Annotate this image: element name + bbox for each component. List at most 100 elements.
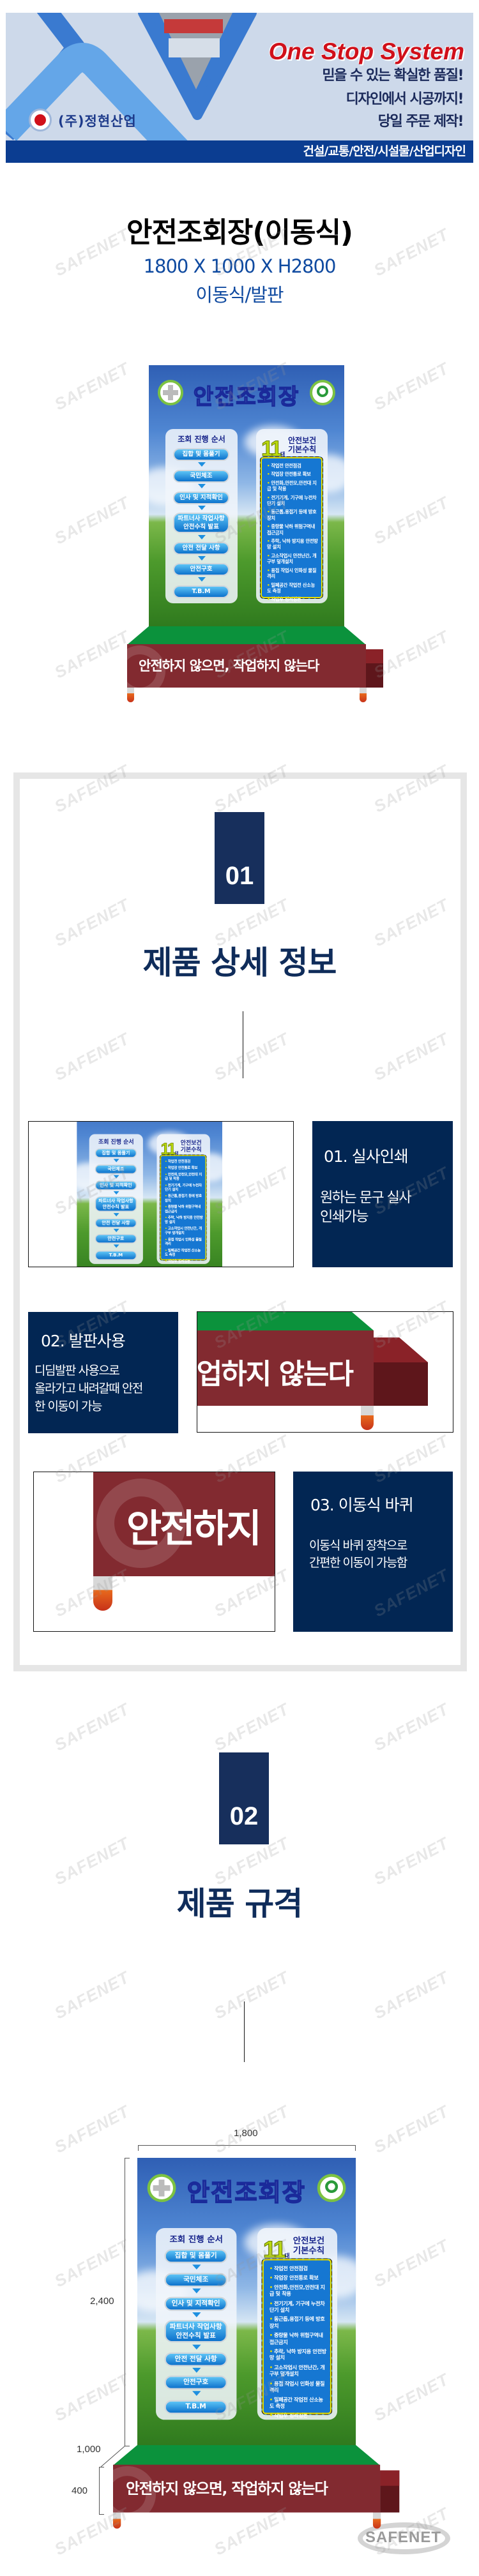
- base-slogan: 안전하지 않으면, 작업하지 않는다: [139, 658, 319, 674]
- feature-desc-line: 이동식 바퀴 장착으로: [309, 1539, 407, 1553]
- rules-unit: 대: [284, 2252, 290, 2259]
- rule-item: 고소작업시 안전난간, 개구부 덮개설치: [270, 2364, 328, 2377]
- product-title: 안전조회장(이동식): [126, 216, 353, 249]
- feature-desc-line: 디딤발판 사용으로: [34, 1364, 120, 1378]
- caster-wheel-icon: [360, 688, 367, 702]
- banner-decoration: [6, 13, 257, 163]
- watermark: SAFENET: [370, 1967, 452, 2023]
- watermark: SAFENET: [51, 492, 133, 548]
- section-title: 제품 규격: [176, 1885, 303, 1922]
- base-front: 안전하지 않으면, 작업하지 않는다: [113, 2464, 381, 2513]
- caster-wheel-icon: [93, 1576, 112, 1611]
- product-dimensions: 1800 X 1000 X H2800: [143, 255, 337, 277]
- rule-item: 작업장 안전통로 확보: [267, 471, 319, 477]
- safety-board: 안전조회장 조회 진행 순서 집합 및 몸풀기 국민체조 인사 및 지적확인 파…: [137, 2158, 356, 2446]
- rule-item: 안전화,안전모,안전대 지급 및 착용: [267, 480, 319, 492]
- procedure-panel: 조회 진행 순서 집합 및 몸풀기 국민체조 인사 및 지적확인 파트너사 작업…: [89, 1134, 143, 1264]
- watermark: SAFENET: [370, 1699, 452, 1755]
- section-title: 제품 상세 정보: [142, 944, 337, 981]
- arrow-down-icon: [113, 1228, 119, 1232]
- arrow-down-icon: [198, 484, 206, 488]
- arrow-down-icon: [198, 556, 206, 561]
- safenet-logo-text: SAFENET: [365, 2529, 442, 2546]
- arrow-down-icon: [192, 2344, 201, 2350]
- step-platform-top: [113, 2444, 381, 2466]
- caster-wheel-icon: [372, 2512, 381, 2529]
- rule-item: 밀폐공간 작업전 산소농도 측정: [165, 1248, 203, 1257]
- rule-item: 안전화,안전모,안전대 지급 및 착용: [165, 1172, 203, 1181]
- procedure-panel: 조회 진행 순서 집합 및 몸풀기 국민체조 인사 및 지적확인 파트너사 작업…: [156, 2228, 237, 2420]
- zero-accident-logo-icon: [310, 380, 335, 405]
- rules-panel: 11 대 안전보건 기본수칙 작업전 안전점검 작업장 안전통로 확보 안전화,…: [156, 1134, 210, 1264]
- feature-title: 01. 실사인쇄: [324, 1147, 409, 1166]
- arrow-down-icon: [192, 2288, 201, 2294]
- caster-wheel-icon: [127, 688, 134, 702]
- rule-item: 작업후 정리정돈: [270, 2413, 328, 2419]
- closeup-slogan: 안전하지: [126, 1507, 262, 1551]
- feature-card-step: 02. 발판사용 디딤발판 사용으로 올라가고 내려갈때 안전 한 이동이 가능: [28, 1312, 178, 1433]
- feature-desc-line: 원하는 문구 실사: [320, 1190, 412, 1206]
- banner-line: 당일 주문 제작!: [377, 114, 464, 130]
- rule-item: 중량물 낙하 위험구역내 접근금지: [270, 2332, 328, 2346]
- arrow-down-icon: [198, 462, 206, 467]
- rule-item: 추락, 낙하 방지용 안전방망 설치: [270, 2348, 328, 2361]
- rule-item: 중량물 낙하 위험구역내 접근금지: [267, 523, 319, 536]
- arrow-down-icon: [113, 1175, 119, 1179]
- feature-desc: 원하는 문구 실사 인쇄가능: [320, 1189, 412, 1227]
- product-image: 안전조회장 조회 진행 순서 집합 및 몸풀기 국민체조 인사 및 지적확인 파…: [127, 365, 383, 704]
- width-dimension-label: 1,800: [234, 2128, 258, 2139]
- feature-desc: 이동식 바퀴 장착으로 간편한 이동이 가능함: [309, 1537, 407, 1572]
- step-item: 국민체조: [164, 2273, 227, 2287]
- banner-category-strip: 건설/교통/안전/시설물/산업디자인: [6, 140, 473, 163]
- product-type: 이동식/발판: [195, 284, 284, 306]
- watermark: SAFENET: [211, 1967, 293, 2023]
- divider-line: [244, 2001, 245, 2062]
- step-item: 파트너사 작업사항 안전수칙 발표: [173, 513, 229, 533]
- rule-item: 동근톱,용접기 등에 방호 장치: [165, 1194, 203, 1203]
- height-dimension-line: [125, 2158, 130, 2446]
- rule-item: 용접 작업시 인화성 물질격리: [270, 2380, 328, 2393]
- step-item: 인사 및 지적확인: [164, 2296, 227, 2311]
- rules-list: 작업전 안전점검 작업장 안전통로 확보 안전화,안전모,안전대 지급 및 착용…: [260, 456, 323, 602]
- rule-item: 밀폐공간 작업전 산소농도 측정: [267, 582, 319, 594]
- rule-item: 전기기계, 기구에 누전차단기 설치: [165, 1183, 203, 1192]
- feature-desc-line: 올라가고 내려갈때 안전: [34, 1382, 143, 1396]
- watermark: SAFENET: [51, 626, 133, 682]
- watermark: SAFENET: [51, 1699, 133, 1755]
- feature-desc-line: 한 이동이 가능: [34, 1399, 102, 1413]
- banner-headline: One Stop System: [268, 38, 464, 64]
- detail-image-print: 안전조회장 조회 진행 순서 집합 및 몸풀기 국민체조 인사 및 지적확인 파…: [28, 1121, 294, 1267]
- detail-image-step: 안전하지 않으면, 작업하지 않는다: [197, 1311, 453, 1433]
- step-item: 집합 및 몸풀기: [164, 2249, 227, 2263]
- arrow-down-icon: [198, 506, 206, 510]
- step-item: 인사 및 지적확인: [173, 492, 229, 504]
- feature-desc-line: 인쇄가능: [320, 1209, 369, 1225]
- rule-item: 작업장 안전통로 확보: [165, 1166, 203, 1170]
- arrow-down-icon: [198, 535, 206, 539]
- rule-item: 작업전 안전점검: [165, 1159, 203, 1164]
- safety-cross-logo-icon: [147, 2174, 176, 2203]
- safety-board: 안전조회장 조회 진행 순서 집합 및 몸풀기 국민체조 인사 및 지적확인 파…: [77, 1122, 222, 1267]
- rules-heading: 안전보건 기본수칙: [293, 2236, 325, 2256]
- base-front: 안전하지 않으면, 작업하지 않는다: [197, 1330, 374, 1406]
- caster-wheel-icon: [361, 1406, 374, 1430]
- base-height-dimension-label: 400: [72, 2485, 88, 2496]
- company-name: (주)정현산업: [58, 114, 137, 129]
- step-item: 집합 및 몸풀기: [95, 1148, 137, 1158]
- arrow-down-icon: [192, 2312, 201, 2317]
- safety-board: 안전조회장 조회 진행 순서 집합 및 몸풀기 국민체조 인사 및 지적확인 파…: [149, 365, 344, 627]
- step-item: 안전구호: [173, 563, 229, 576]
- step-item: 안전 전달 사항: [173, 542, 229, 555]
- rule-item: 밀폐공간 작업전 산소농도 측정: [270, 2396, 328, 2409]
- board-title: 안전조회장: [193, 384, 300, 411]
- procedure-heading: 조회 진행 순서: [169, 2234, 223, 2245]
- rule-item: 전기기계, 기구에 누전차단기 설치: [270, 2300, 328, 2314]
- rules-list: 작업전 안전점검 작업장 안전통로 확보 안전화,안전모,안전대 지급 및 착용…: [159, 1154, 207, 1263]
- arrow-down-icon: [198, 577, 206, 582]
- watermark: SAFENET: [51, 358, 133, 414]
- banner-line: 디자인에서 시공까지!: [346, 91, 464, 107]
- rule-item: 용접 작업시 인화성 물질격리: [267, 568, 319, 580]
- base-front: 안전하지: [93, 1472, 275, 1576]
- base-slogan: 안전하지 않으면, 작업하지 않는다: [126, 2480, 328, 2497]
- feature-title: 02. 발판사용: [41, 1332, 126, 1350]
